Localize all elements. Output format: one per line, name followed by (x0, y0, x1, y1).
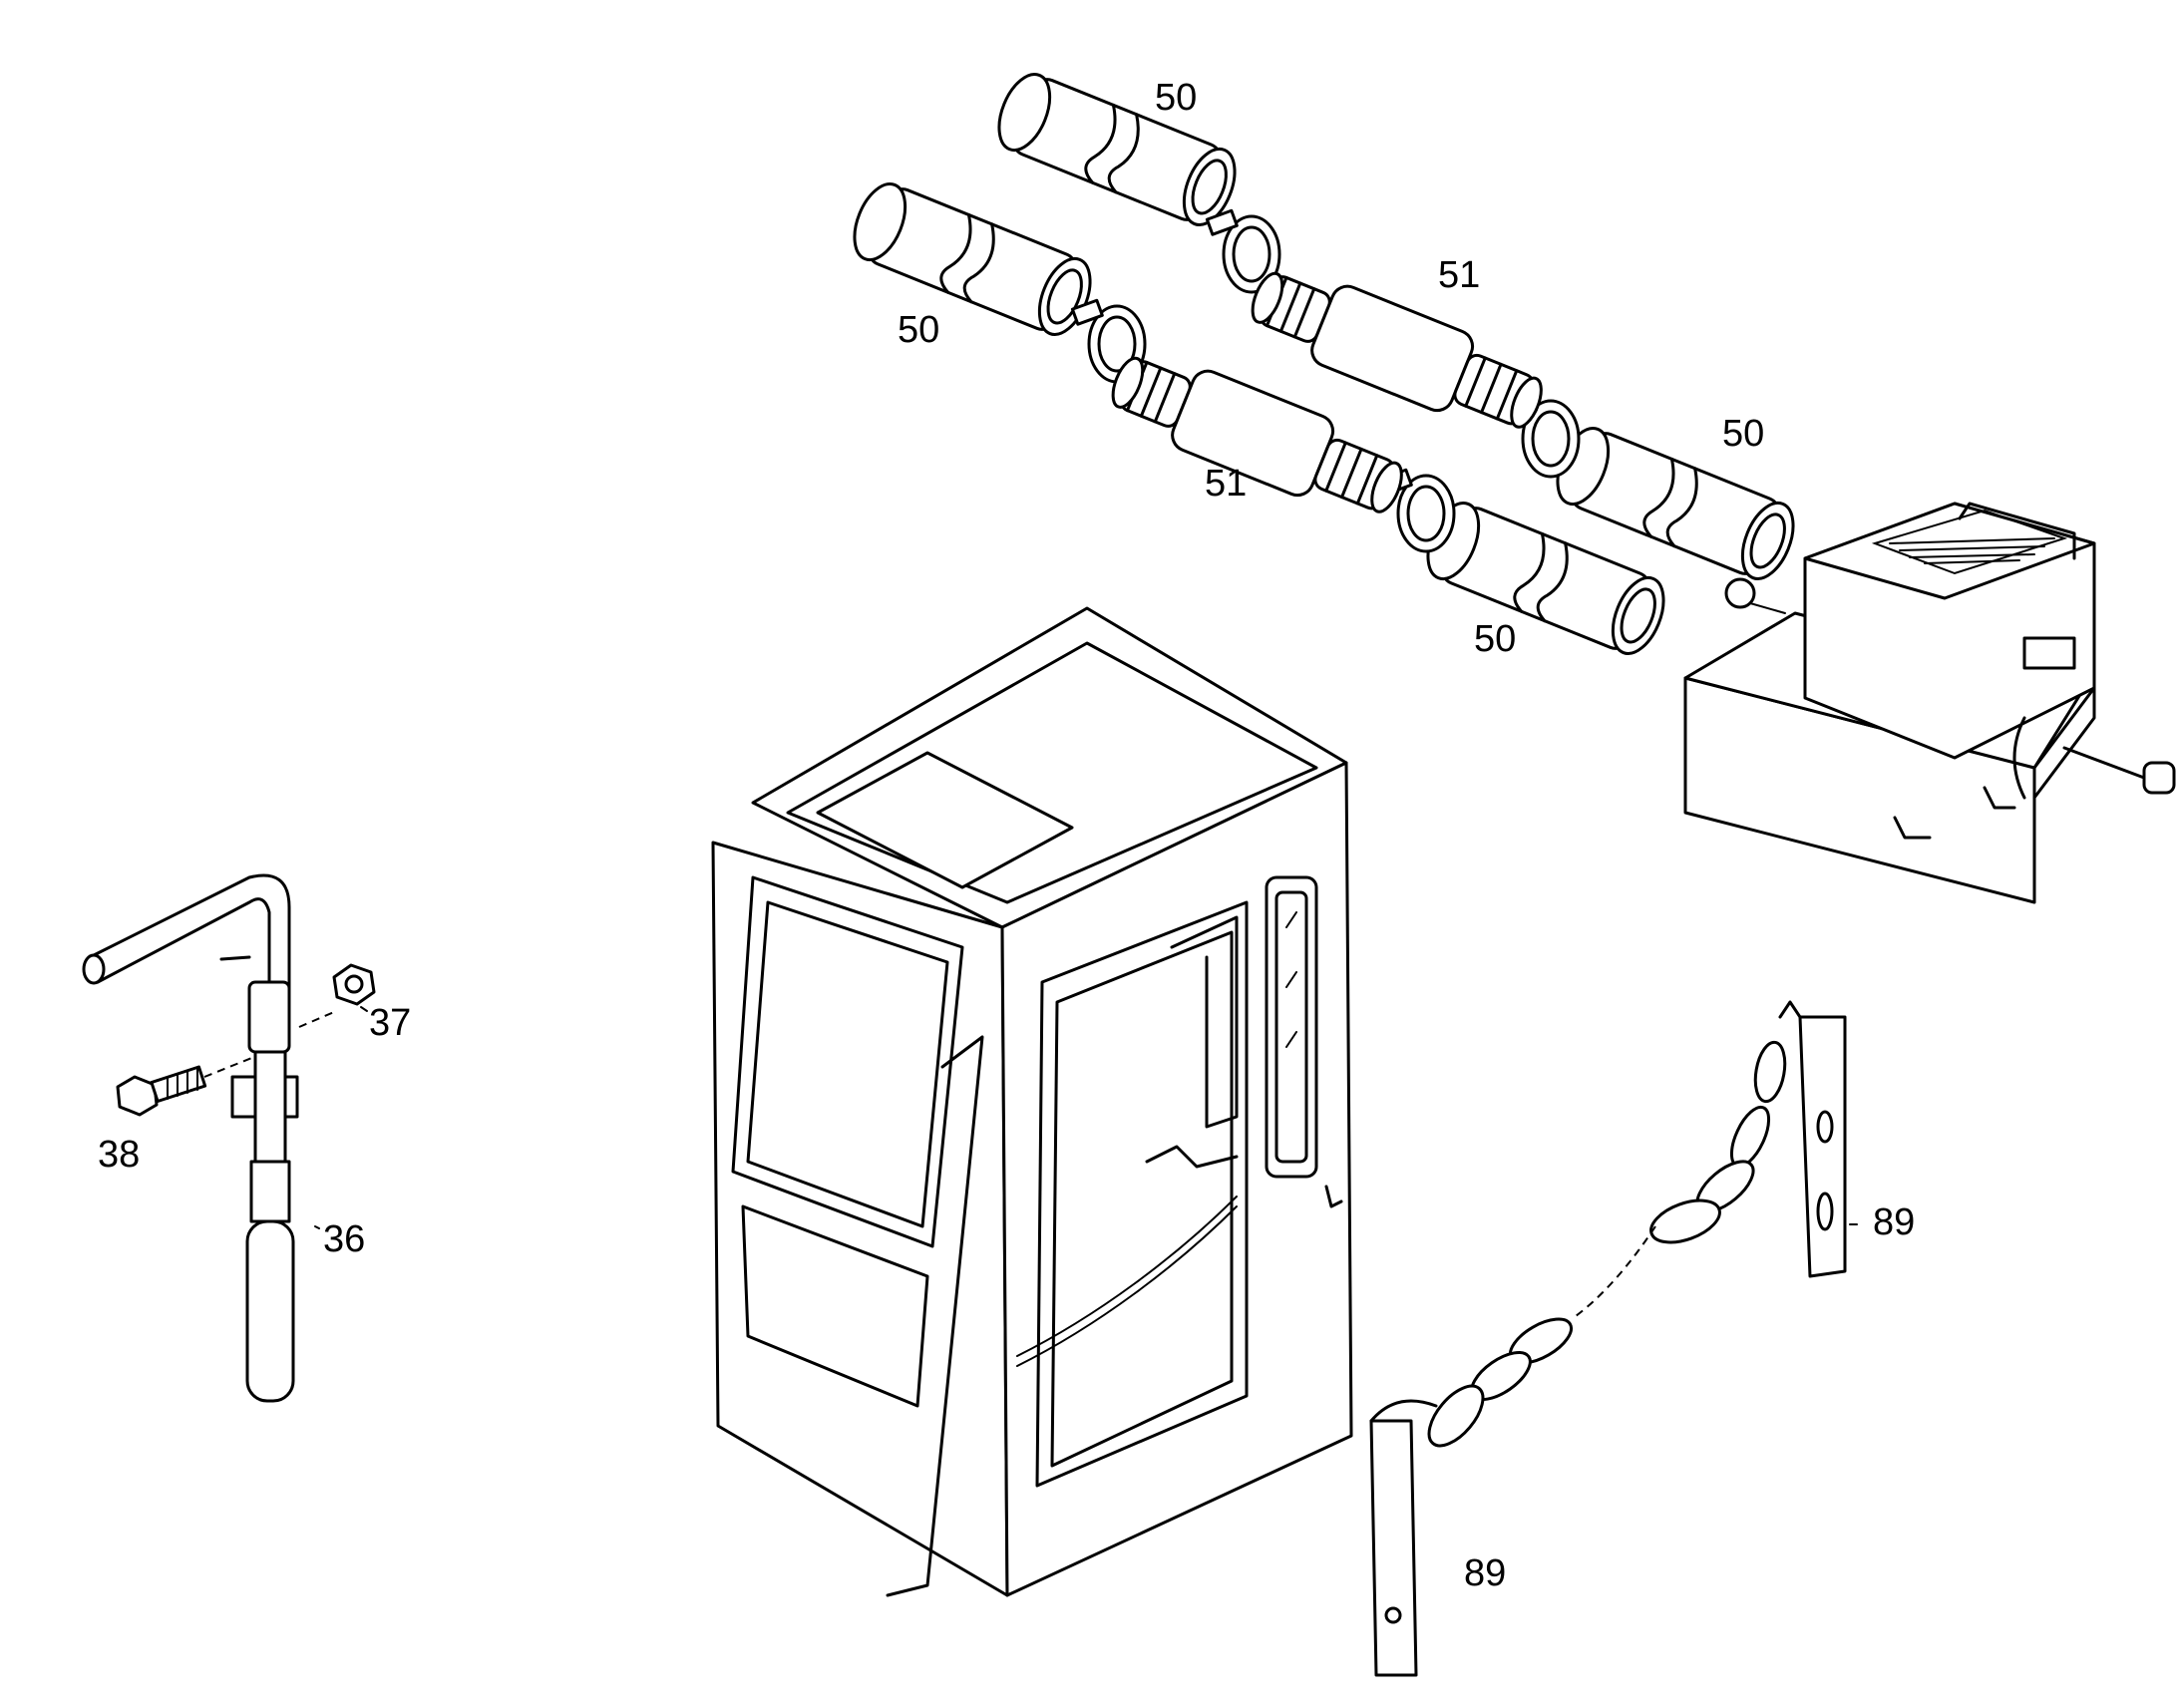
callout-89-lower: 89 (1464, 1552, 1506, 1594)
hose-clamp-1 (1205, 208, 1281, 294)
callout-50-lower: 50 (1474, 618, 1516, 660)
hex-bolt (116, 1065, 207, 1117)
callout-51-lower: 51 (1205, 463, 1247, 505)
hose-sleeve-left (853, 182, 1092, 336)
callout-89-right: 89 (1873, 1201, 1915, 1243)
hose-adapter-lower (1111, 356, 1403, 513)
callout-37: 37 (369, 1002, 411, 1044)
callout-51-upper: 51 (1438, 254, 1480, 296)
operator-cab (711, 606, 1353, 1597)
heater-unit (1683, 502, 2176, 904)
hose-sleeve-lower (1426, 502, 1665, 655)
hose-adapter-upper (1251, 271, 1543, 429)
callout-36: 36 (323, 1218, 365, 1260)
chain-and-plates (1369, 1000, 1847, 1677)
callout-50-right: 50 (1722, 413, 1764, 455)
callout-50-left: 50 (898, 309, 939, 351)
hex-nut (332, 963, 376, 1006)
hose-sleeve-upper (997, 73, 1237, 226)
crank-handle-assembly (82, 873, 376, 1403)
callout-50-upper: 50 (1155, 77, 1197, 119)
callout-38: 38 (98, 1134, 140, 1176)
